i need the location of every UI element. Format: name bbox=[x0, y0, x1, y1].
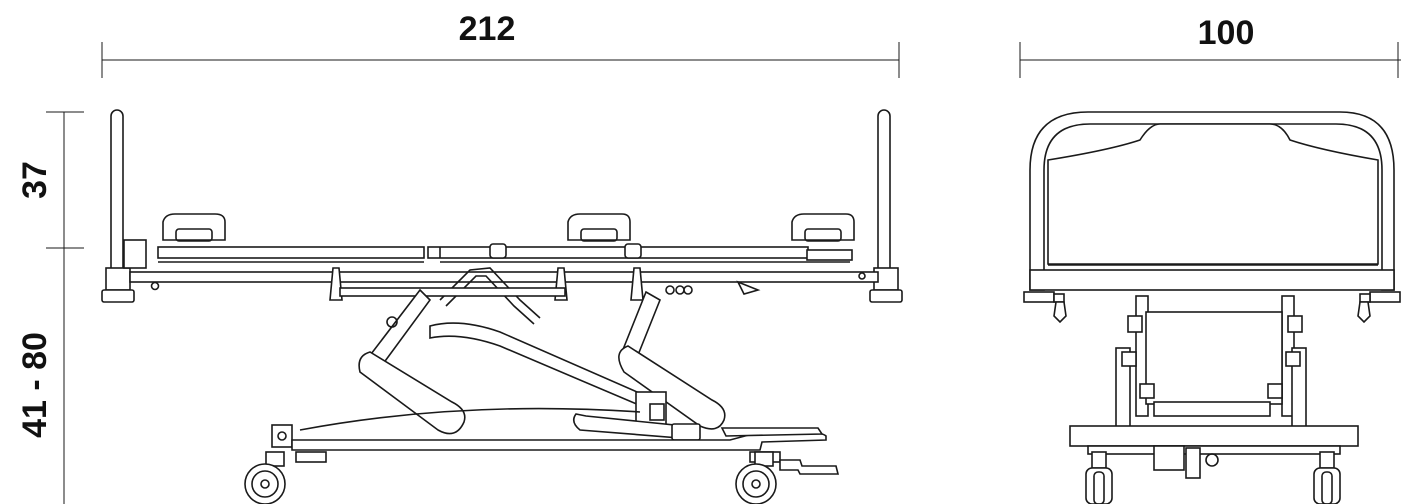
width-dimension: 100 bbox=[1019, 14, 1401, 78]
height-dimension: 37 41 - 80 bbox=[16, 111, 84, 504]
bed-side-view bbox=[101, 109, 903, 504]
length-dimension: 212 bbox=[101, 10, 900, 78]
bed-front-view bbox=[1023, 111, 1401, 504]
length-label: 212 bbox=[459, 10, 516, 48]
width-label: 100 bbox=[1198, 14, 1255, 52]
bed-height-label: 41 - 80 bbox=[16, 332, 54, 438]
railing-height-label: 37 bbox=[16, 161, 54, 199]
